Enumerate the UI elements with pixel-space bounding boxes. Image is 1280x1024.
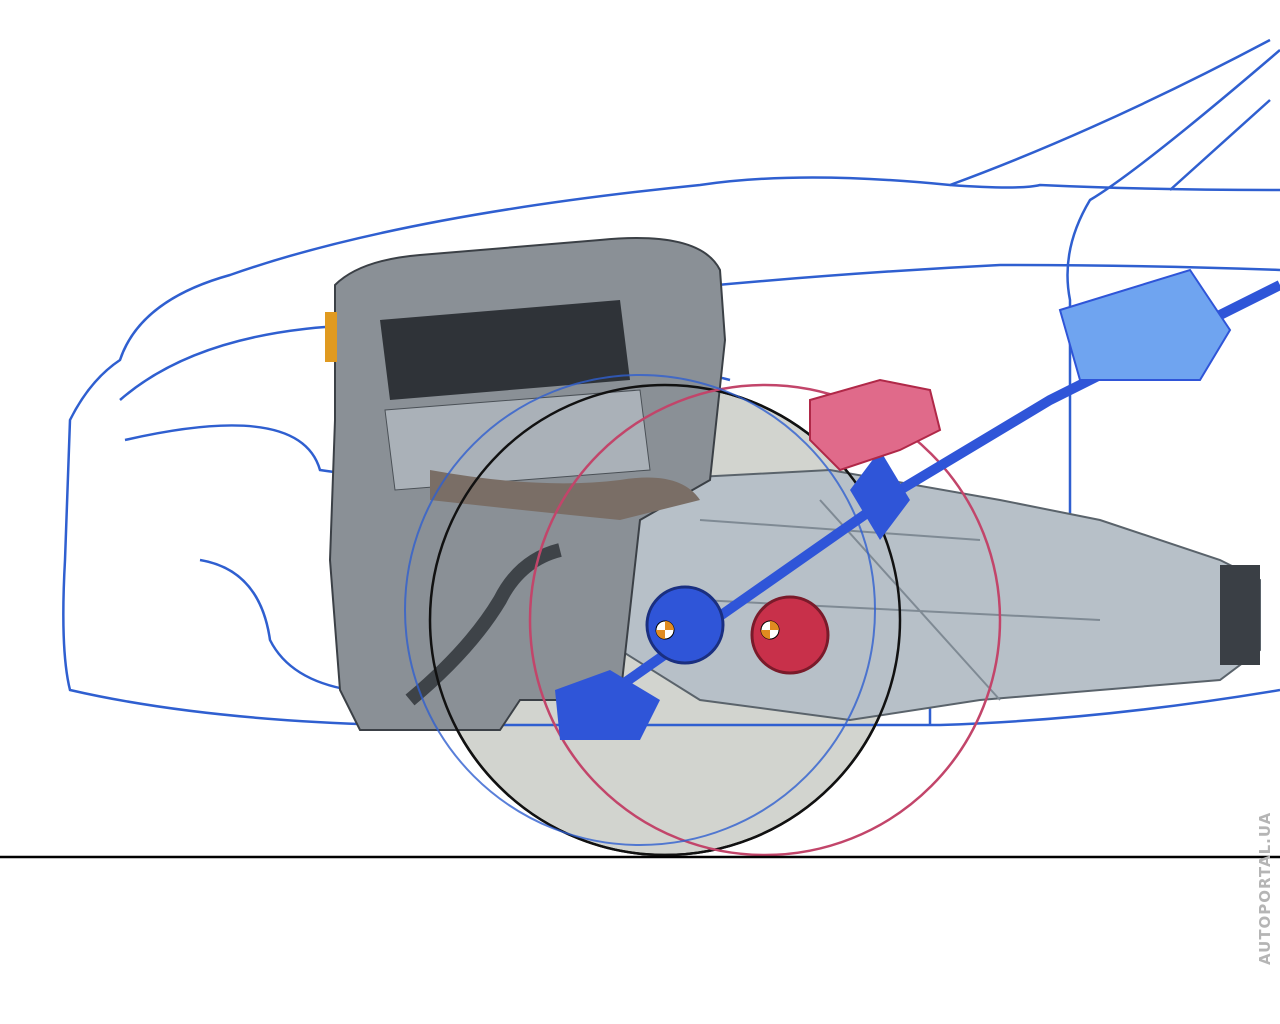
- steering-column: [555, 268, 1280, 740]
- wheel-outline-red: [528, 383, 1002, 857]
- blue-pivot-flange: [645, 585, 725, 665]
- red-pivot-flange: [750, 595, 830, 675]
- wheel-outline-blue: [404, 374, 876, 846]
- transmission: [618, 468, 1261, 722]
- watermark: AUTOPORTAL.UA: [1256, 811, 1274, 965]
- wheel-outline-black: [428, 383, 902, 857]
- red-parts: [750, 378, 942, 675]
- engine-block: [325, 237, 727, 731]
